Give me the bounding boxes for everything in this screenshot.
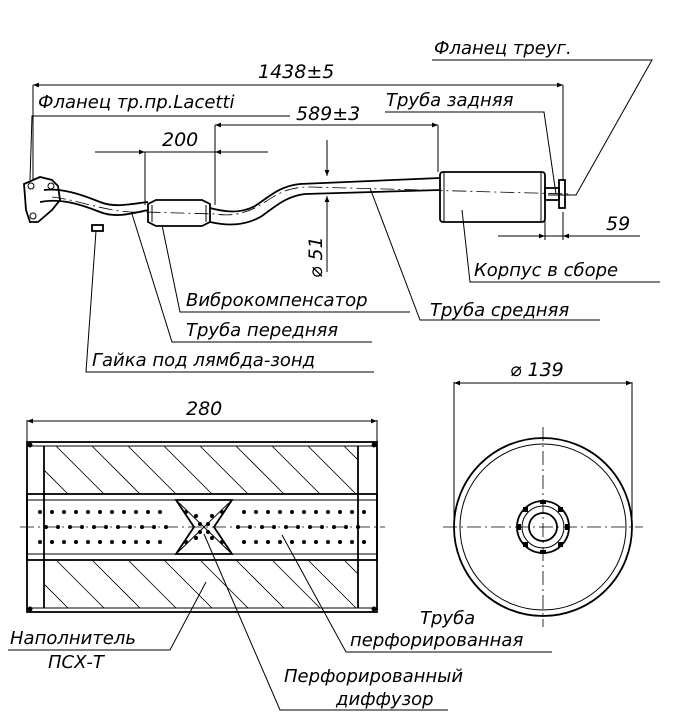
section-view: 280 xyxy=(8,398,552,711)
label-rear-pipe: Труба задняя xyxy=(386,90,514,111)
filler-hatching-bottom xyxy=(44,560,358,608)
lambda-sensor-nut xyxy=(91,224,104,232)
label-front-pipe: Труба передняя xyxy=(186,320,338,341)
filler-hatching-top xyxy=(44,446,358,494)
label-middle-pipe: Труба средняя xyxy=(430,300,569,321)
label-flange-front: Фланец тр.пр.Lacetti xyxy=(38,92,235,113)
label-perforated-pipe-line2: перфорированная xyxy=(350,630,523,651)
dimension-section-length: 280 xyxy=(186,398,222,420)
dimension-total: 1438±5 xyxy=(258,61,334,83)
label-perforated-pipe-line1: Труба xyxy=(420,608,475,629)
center-axis xyxy=(51,186,571,216)
middle-pipe xyxy=(209,177,441,213)
label-muffler-body: Корпус в сборе xyxy=(474,260,618,281)
end-view: ⌀ 139 xyxy=(443,359,643,627)
dimension-mid: 589±3 xyxy=(296,103,360,125)
label-flange-triangular: Фланец треуг. xyxy=(434,38,572,59)
assembly-view: 1438±5 589±3 200 ⌀ 51 59 xyxy=(23,38,660,373)
perforation-holes xyxy=(38,510,366,544)
label-perforated-diffuser-line2: диффузор xyxy=(335,689,434,710)
dimension-pipe-diameter: ⌀ 51 xyxy=(305,236,327,278)
label-lambda-sensor-nut: Гайка под лямбда-зонд xyxy=(92,350,315,371)
front-pipe xyxy=(39,199,149,216)
dimension-end-diameter: ⌀ 139 xyxy=(510,359,564,381)
muffler-body xyxy=(439,171,546,223)
front-flange xyxy=(23,176,61,223)
label-vibration-compensator: Виброкомпенсатор xyxy=(186,290,368,311)
dimension-front: 200 xyxy=(162,129,198,151)
label-filler: Наполнитель xyxy=(10,628,136,649)
label-filler-grade: ПСХ-Т xyxy=(48,652,106,673)
label-perforated-diffuser-line1: Перфорированный xyxy=(284,666,463,687)
dimension-tail: 59 xyxy=(606,213,630,235)
